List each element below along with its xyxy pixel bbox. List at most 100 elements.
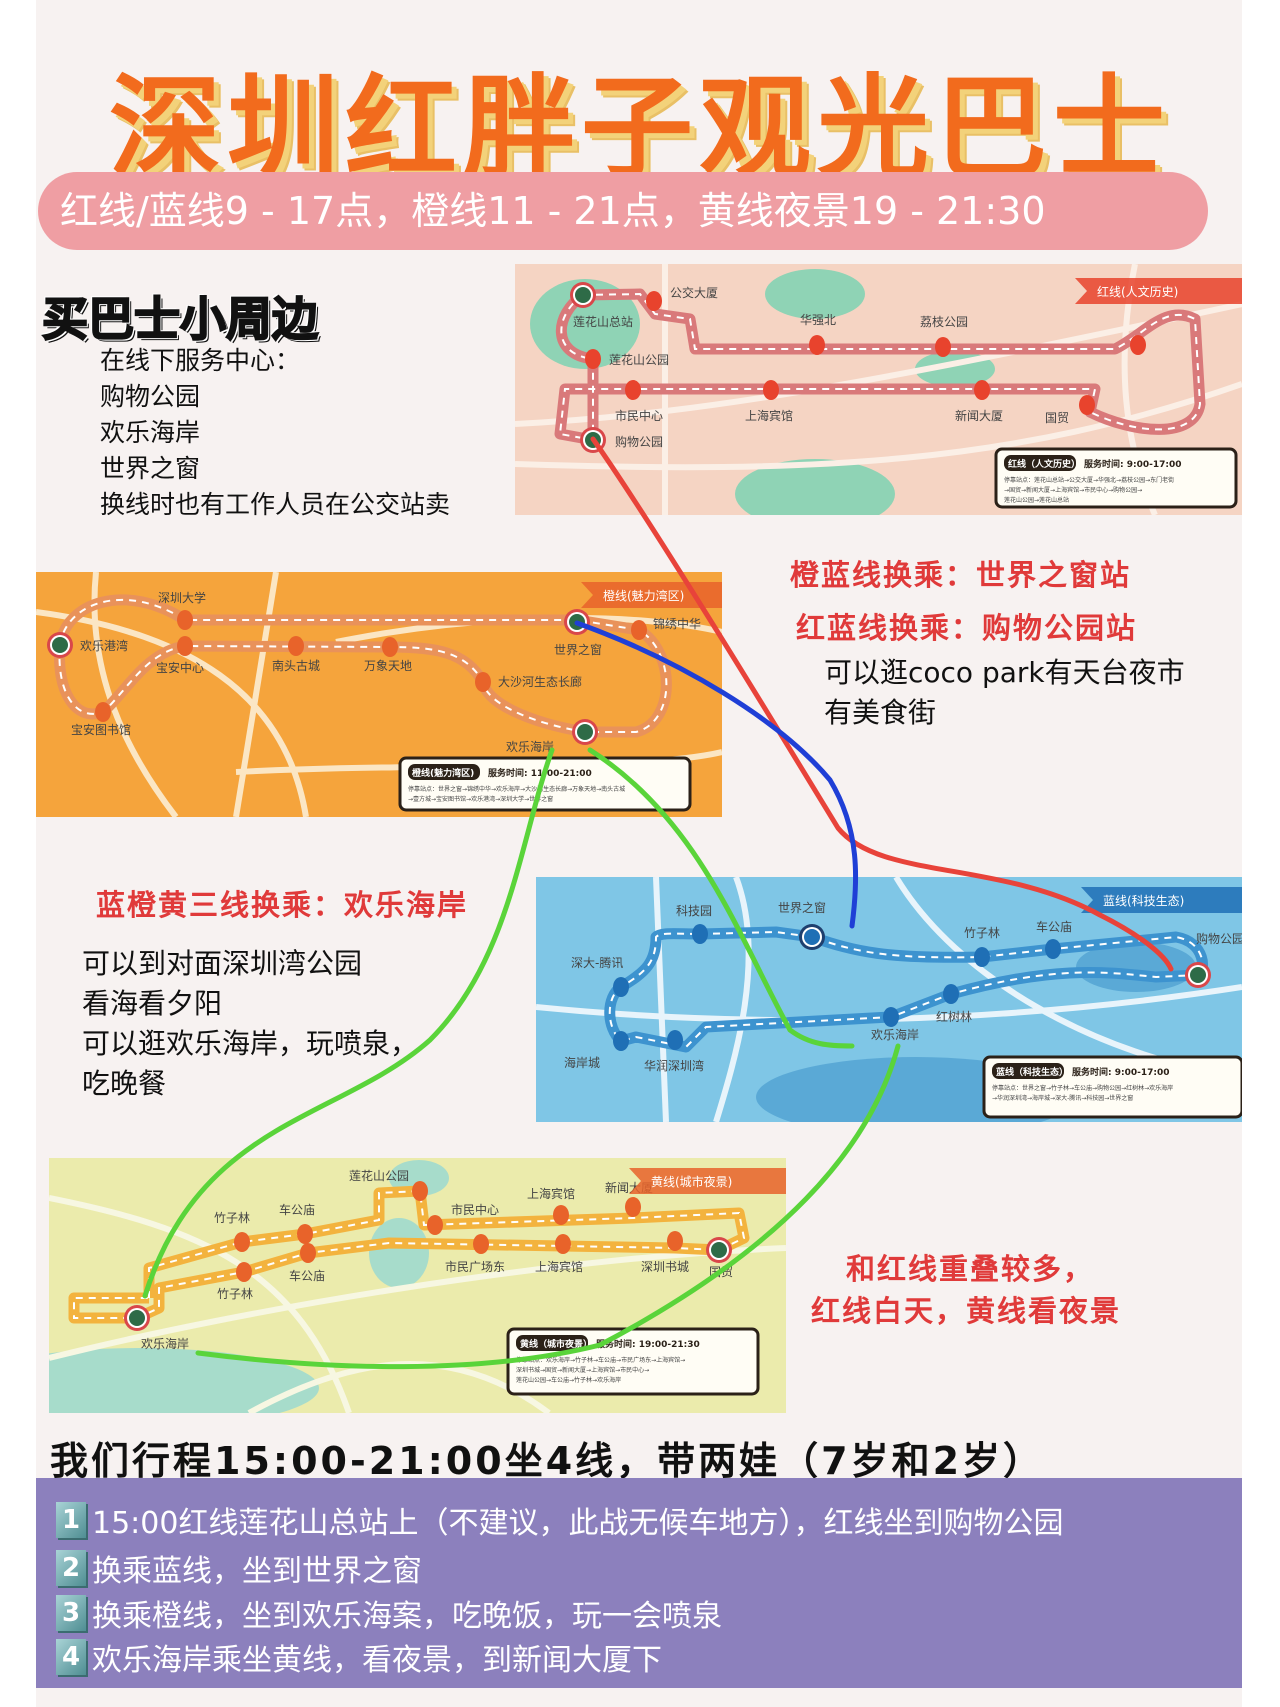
station-label: 世界之窗 (778, 901, 826, 915)
step-text: 换乘橙线，坐到欢乐海案，吃晚饭，玩一会喷泉 (92, 1599, 722, 1634)
station-label: 莲花山公园 (349, 1168, 409, 1183)
station-label: 市民广场东 (445, 1259, 505, 1274)
terminal-center (711, 1242, 727, 1258)
terminal-center (1190, 967, 1206, 983)
station-label: 荔枝公园 (920, 314, 968, 329)
station-label: 竹子林 (964, 926, 1000, 940)
station-label: 深圳书城 (641, 1260, 689, 1274)
step-number: 3 (56, 1595, 86, 1631)
buy-line: 世界之窗 (100, 454, 201, 483)
station-dot (1079, 395, 1095, 415)
station-dot (95, 702, 111, 722)
stop-list: 莲花山公园→莲花山总站 (1004, 496, 1069, 504)
stop-list: →壹方城→宝安图书馆→欢乐港湾→深圳大学→世界之窗 (408, 795, 553, 803)
station-label: 红树林 (936, 1009, 972, 1024)
station-dot (177, 636, 193, 656)
station-dot (288, 636, 304, 656)
line-tag-label: 红线(人文历史) (1097, 284, 1178, 299)
station-label: 万象天地 (364, 659, 412, 673)
orange-line-map: 欢乐港湾深圳大学宝安中心宝安图书馆南头古城万象天地大沙河生态长廊世界之窗锦绣中华… (36, 572, 722, 817)
info-title-badge (992, 1063, 1064, 1079)
step-text: 换乘蓝线，坐到世界之窗 (92, 1554, 422, 1589)
station-dot (382, 637, 398, 657)
yellow-line-note: 和红线重叠较多， (846, 1252, 1095, 1286)
station-dot (412, 1181, 428, 1201)
service-time: 服务时间: 9:00-17:00 (1072, 1066, 1170, 1078)
station-label: 莲花山总站 (573, 314, 633, 329)
step-number: 4 (56, 1639, 86, 1675)
terminal-center (129, 1310, 145, 1326)
station-label: 国贸 (709, 1265, 733, 1279)
station-dot (555, 1234, 571, 1254)
station-dot (692, 924, 708, 944)
station-dot (236, 1262, 252, 1282)
station-dot (585, 349, 601, 369)
station-label: 深圳大学 (158, 590, 206, 605)
station-label: 车公庙 (279, 1202, 315, 1217)
buy-line: 在线下服务中心： (100, 346, 301, 375)
station-dot (297, 1224, 313, 1244)
stop-list: 停靠站点：莲花山总站→公交大厦→华强北→荔枝公园→东门老街 (1004, 476, 1174, 484)
stop-list: 停靠站点：世界之窗→竹子林→车公庙→购物公园→红树林→欢乐海岸 (992, 1084, 1173, 1092)
station-label: 欢乐海岸 (506, 739, 554, 754)
station-dot (625, 1197, 641, 1217)
terminal-center (585, 432, 601, 448)
transfer-note-three-lines: 蓝橙黄三线换乘：欢乐海岸 (96, 888, 469, 922)
line-tag-label: 黄线(城市夜景) (651, 1174, 732, 1189)
station-label: 上海宾馆 (535, 1259, 583, 1274)
station-label: 公交大厦 (670, 285, 718, 300)
terminal-center (52, 637, 68, 653)
station-label: 世界之窗 (554, 643, 602, 657)
info-title: 橙线(魅力湾区) (412, 767, 474, 779)
station-dot (974, 380, 990, 400)
stop-list: →国贸→新闻大厦→上海宾馆→市民中心→购物公园→ (1004, 486, 1142, 494)
station-label: 莲花山公园 (609, 352, 669, 367)
info-title: 蓝线（科技生态） (996, 1066, 1068, 1078)
station-dot (553, 1205, 569, 1225)
line-tag-ribbon (1075, 278, 1242, 304)
station-label: 华强北 (800, 313, 836, 327)
station-dot (974, 947, 990, 967)
station-label: 购物公园 (615, 434, 663, 449)
buy-line: 欢乐海岸 (100, 418, 201, 447)
station-dot (475, 672, 491, 692)
buy-line: 购物公园 (100, 382, 201, 411)
station-dot (935, 337, 951, 357)
station-label: 深大-腾讯 (571, 955, 623, 970)
station-label: 上海宾馆 (527, 1186, 575, 1201)
red-line-map: 莲花山总站公交大厦华强北荔枝公园莲花山公园市民中心上海宾馆新闻大厦国贸购物公园红… (515, 264, 1242, 515)
station-label: 竹子林 (214, 1211, 250, 1225)
water-area (765, 269, 865, 319)
station-label: 科技园 (676, 904, 712, 918)
step-text: 15:00红线莲花山总站上（不建议，此战无候车地方），红线坐到购物公园 (92, 1506, 1064, 1541)
station-label: 海岸城 (564, 1055, 600, 1070)
coco-park-note: 可以逛coco park有天台夜市 (824, 656, 1185, 689)
service-time: 服务时间: 11:00-21:00 (488, 767, 592, 779)
station-dot (809, 335, 825, 355)
tip-line: 可以到对面深圳湾公园 (82, 947, 363, 980)
station-label: 国贸 (1045, 411, 1069, 425)
stop-list: 莲花山公园→车公庙→竹子林→欢乐海岸 (516, 1376, 621, 1384)
terminal-center (804, 929, 820, 945)
station-label: 宝安中心 (156, 660, 204, 675)
station-label: 上海宾馆 (745, 408, 793, 423)
terminal-center (577, 724, 593, 740)
station-dot (427, 1215, 443, 1235)
station-dot (473, 1234, 489, 1254)
station-label: 竹子林 (217, 1287, 253, 1301)
water-area (530, 279, 640, 369)
trip-heading: 我们行程15:00-21:00坐4线，带两娃（7岁和2岁） (50, 1439, 1045, 1483)
station-label: 欢乐海岸 (871, 1027, 919, 1042)
station-dot (943, 984, 959, 1004)
buy-souvenir-heading: 买巴士小周边 (41, 291, 319, 347)
tip-line: 吃晚餐 (82, 1067, 167, 1100)
transfer-note-red-blue: 红蓝线换乘：购物公园站 (796, 611, 1138, 645)
stop-list: 深圳书城→国贸→新闻大厦→上海宾馆→市民中心→ (516, 1366, 649, 1374)
step-text: 欢乐海岸乘坐黄线，看夜景，到新闻大厦下 (92, 1643, 662, 1678)
tip-line: 看海看夕阳 (82, 987, 223, 1020)
